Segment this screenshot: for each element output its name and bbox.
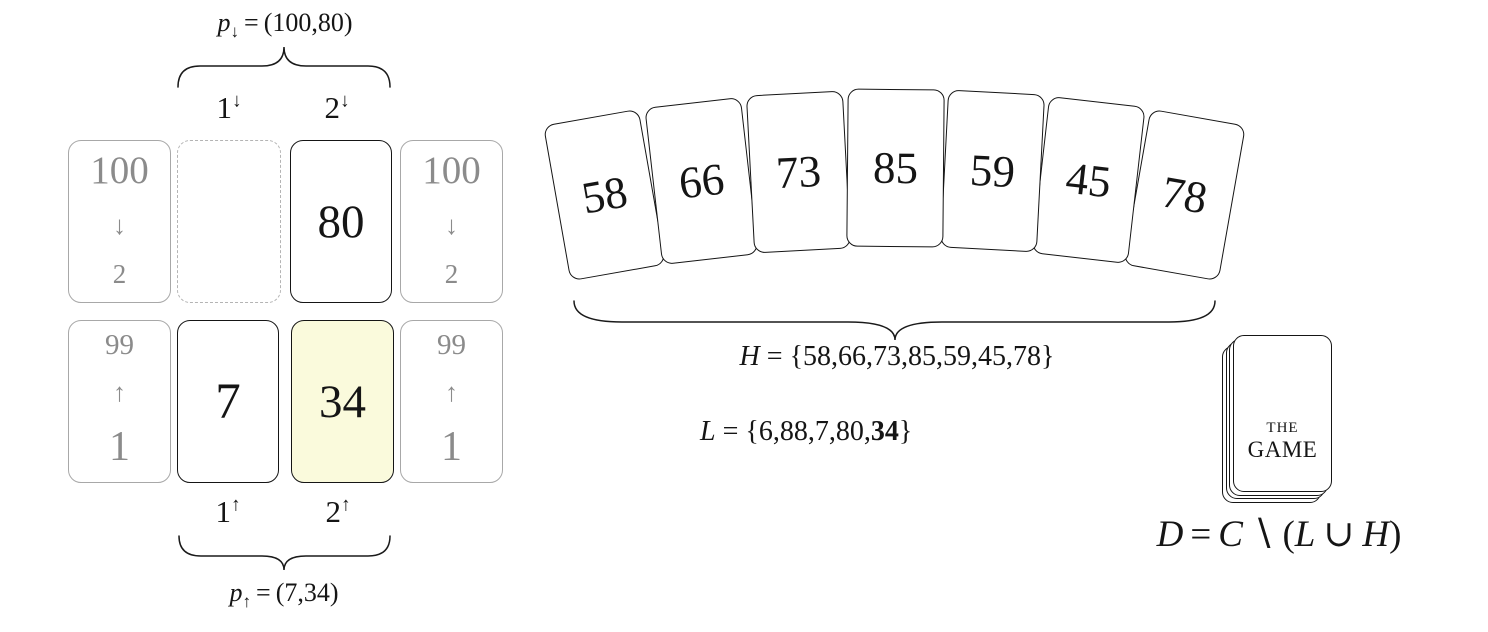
pile-content: 100 ↓ 2 <box>401 141 502 302</box>
hand-card: 66 <box>644 97 759 265</box>
descending-pile-right: 100 ↓ 2 <box>400 140 503 303</box>
card-value: 80 <box>317 195 365 248</box>
union-icon: ∪ <box>1323 514 1355 555</box>
down-arrow-icon: ↓ <box>445 210 458 240</box>
pile-current-value: 1 <box>441 424 462 470</box>
column-label-1-down: 1↓ <box>199 90 259 126</box>
pile-start-value: 99 <box>105 329 134 361</box>
pile-current-value: 1 <box>109 424 130 470</box>
column-label-1-up: 1↑ <box>198 494 258 530</box>
card-value: 73 <box>774 145 823 199</box>
card-value: 58 <box>578 166 631 224</box>
hand-card: 59 <box>939 89 1046 253</box>
up-arrow-icon: ↑ <box>340 494 351 516</box>
close-paren: ) <box>1389 514 1402 555</box>
up-arrow-icon: ↑ <box>113 378 126 407</box>
card-value: 66 <box>676 153 727 209</box>
played-card-80: 80 <box>290 140 392 303</box>
pile-start-value: 99 <box>437 329 466 361</box>
column-number: 1 <box>215 494 231 529</box>
pile-down-values: (100,80) <box>263 8 353 37</box>
equals-sign: = <box>256 578 271 607</box>
open-paren: ( <box>1282 514 1295 555</box>
column-label-2-up: 2↑ <box>308 494 368 530</box>
column-number: 1 <box>216 90 232 125</box>
ascending-pile-left: 99 ↑ 1 <box>68 320 171 483</box>
ascending-pile-right: 99 ↑ 1 <box>400 320 503 483</box>
pile-start-value: 100 <box>422 149 481 192</box>
up-arrow-icon: ↑ <box>445 378 458 407</box>
played-card-7: 7 <box>177 320 279 483</box>
equals-sign: = <box>722 416 739 447</box>
set-l-close-brace: } <box>898 416 913 447</box>
set-h-values: {58,66,73,85,59,45,78} <box>789 341 1055 372</box>
pile-start-value: 100 <box>90 149 149 192</box>
pile-content: 100 ↓ 2 <box>69 141 170 302</box>
down-arrow-icon: ↓ <box>339 90 350 112</box>
underbrace-hand <box>573 300 1216 341</box>
empty-card-slot <box>177 140 281 303</box>
card-value: 85 <box>872 142 919 194</box>
column-number: 2 <box>325 494 341 529</box>
set-l-symbol: L <box>700 416 716 447</box>
card-value: 78 <box>1158 166 1211 224</box>
pile-content: 99 ↑ 1 <box>401 321 502 482</box>
card-value: 34 <box>319 375 366 428</box>
deck-formula: D=C∖(L∪H) <box>1146 512 1412 556</box>
set-l-bold-value: 34 <box>870 416 899 447</box>
hand-set-definition: H={58,66,73,85,59,45,78} <box>697 341 1097 373</box>
draw-deck: THE GAME <box>1222 335 1334 505</box>
up-arrow-icon: ↑ <box>242 592 252 612</box>
p-symbol: p <box>217 8 231 37</box>
card-value: 59 <box>968 144 1017 198</box>
set-l-values: {6,88,7,80, <box>745 416 871 447</box>
set-l-symbol: L <box>1294 514 1316 555</box>
equals-sign: = <box>244 8 259 37</box>
set-c-symbol: C <box>1218 514 1243 555</box>
descending-pile-left: 100 ↓ 2 <box>68 140 171 303</box>
set-h-symbol: H <box>1362 514 1390 555</box>
pile-content: 99 ↑ 1 <box>69 321 170 482</box>
equals-sign: = <box>1190 514 1212 555</box>
down-arrow-icon: ↓ <box>231 90 242 112</box>
pile-current-value: 2 <box>444 259 459 289</box>
p-symbol: p <box>229 578 243 607</box>
set-d-symbol: D <box>1156 514 1184 555</box>
down-arrow-icon: ↓ <box>230 22 240 42</box>
underbrace-ascending-piles <box>178 535 391 571</box>
hand-card: 45 <box>1031 96 1146 264</box>
pile-current-value: 2 <box>112 259 127 289</box>
pile-down-annotation: p↓=(100,80) <box>165 8 405 42</box>
played-card-34-highlighted: 34 <box>291 320 394 483</box>
set-h-symbol: H <box>739 341 760 372</box>
card-value: 7 <box>215 373 241 430</box>
pile-up-values: (7,34) <box>275 578 339 607</box>
deck-top-card: THE GAME <box>1233 335 1332 492</box>
layout-set-definition: L={6,88,7,80,34} <box>700 416 912 448</box>
pile-up-annotation: p↑=(7,34) <box>164 578 404 612</box>
hand-card: 85 <box>846 88 945 248</box>
column-number: 2 <box>324 90 340 125</box>
card-value: 45 <box>1063 152 1114 208</box>
hand-card: 73 <box>745 90 852 254</box>
equals-sign: = <box>766 341 783 372</box>
down-arrow-icon: ↓ <box>113 210 126 240</box>
column-label-2-down: 2↓ <box>307 90 367 126</box>
deck-title-line2: GAME <box>1247 437 1318 463</box>
deck-title-line1: THE <box>1266 420 1299 436</box>
setminus-icon: ∖ <box>1250 514 1275 555</box>
up-arrow-icon: ↑ <box>230 494 241 516</box>
overbrace-descending-piles <box>177 46 391 88</box>
